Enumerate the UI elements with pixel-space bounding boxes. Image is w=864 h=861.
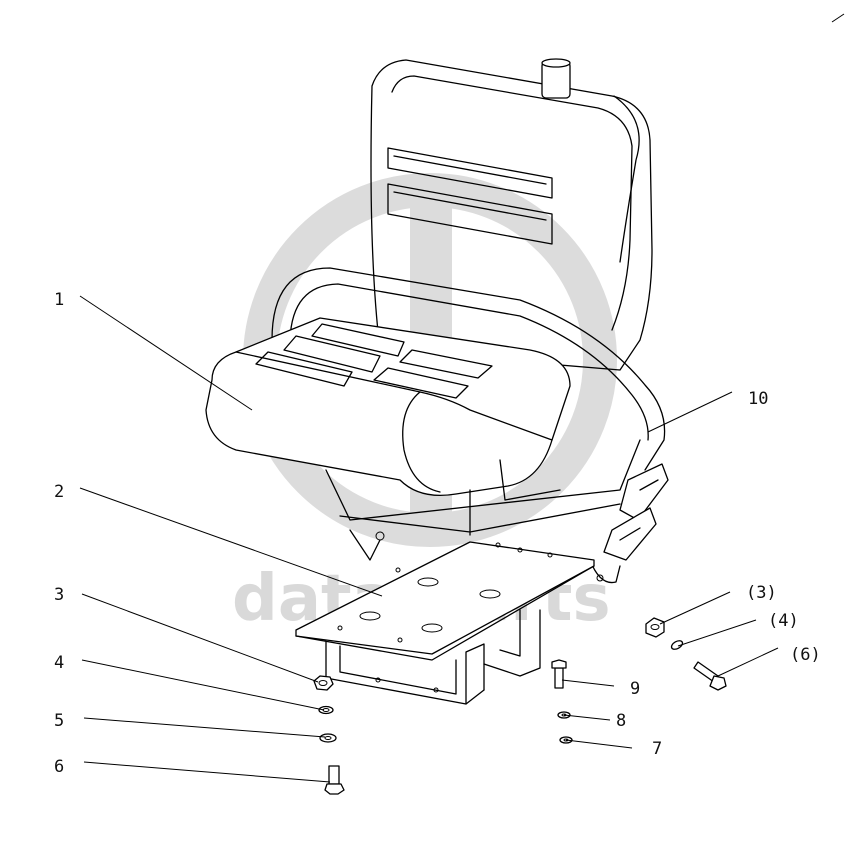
callout-9: 9 [630, 679, 640, 699]
seat-cushion [205, 317, 571, 497]
bolt-9 [551, 659, 567, 689]
leader-6 [83, 761, 331, 783]
seat-frame [325, 439, 641, 561]
leader-4 [81, 659, 325, 711]
washer-4 [318, 705, 334, 715]
leader-1 [79, 295, 253, 411]
callout-7: 7 [652, 739, 662, 759]
armrest-frame [271, 267, 666, 471]
callout-2: 2 [54, 482, 64, 502]
leader-6-alt [717, 647, 779, 677]
washer-5 [319, 733, 337, 743]
leader-4-alt [677, 619, 757, 647]
leader-10 [647, 391, 733, 433]
leader-lines [79, 295, 779, 783]
leader-3-alt [659, 591, 731, 625]
callout-5: 5 [54, 711, 64, 731]
bolt-6-alt [693, 661, 727, 691]
callout-6: 6 [54, 757, 64, 777]
nut-3 [313, 675, 334, 691]
seat-back [370, 58, 653, 371]
nut-3-alt [645, 617, 665, 638]
leader-9 [561, 679, 615, 687]
leader-7 [565, 739, 633, 749]
base-plate [295, 541, 595, 661]
leader-3 [81, 593, 319, 683]
callout-4-alt: (4) [768, 611, 799, 631]
callout-labels: 1 2 3 4 5 6 (3) (4) (6) 9 8 7 10 [54, 290, 821, 777]
callout-6-alt: (6) [790, 645, 821, 665]
callout-4: 4 [54, 653, 64, 673]
washer-4-alt [670, 640, 684, 650]
seat-belt-buckle [589, 463, 669, 584]
callout-3: 3 [54, 585, 64, 605]
callout-10: 10 [748, 389, 768, 409]
callout-3-alt: (3) [746, 583, 777, 603]
mounting-bracket [325, 609, 541, 705]
corner-mark [831, 13, 845, 23]
leader-8 [563, 714, 611, 721]
leader-5 [83, 717, 326, 738]
callout-8: 8 [616, 711, 626, 731]
bolt-6 [324, 765, 345, 795]
callout-1: 1 [54, 290, 64, 310]
leader-2 [79, 487, 383, 597]
